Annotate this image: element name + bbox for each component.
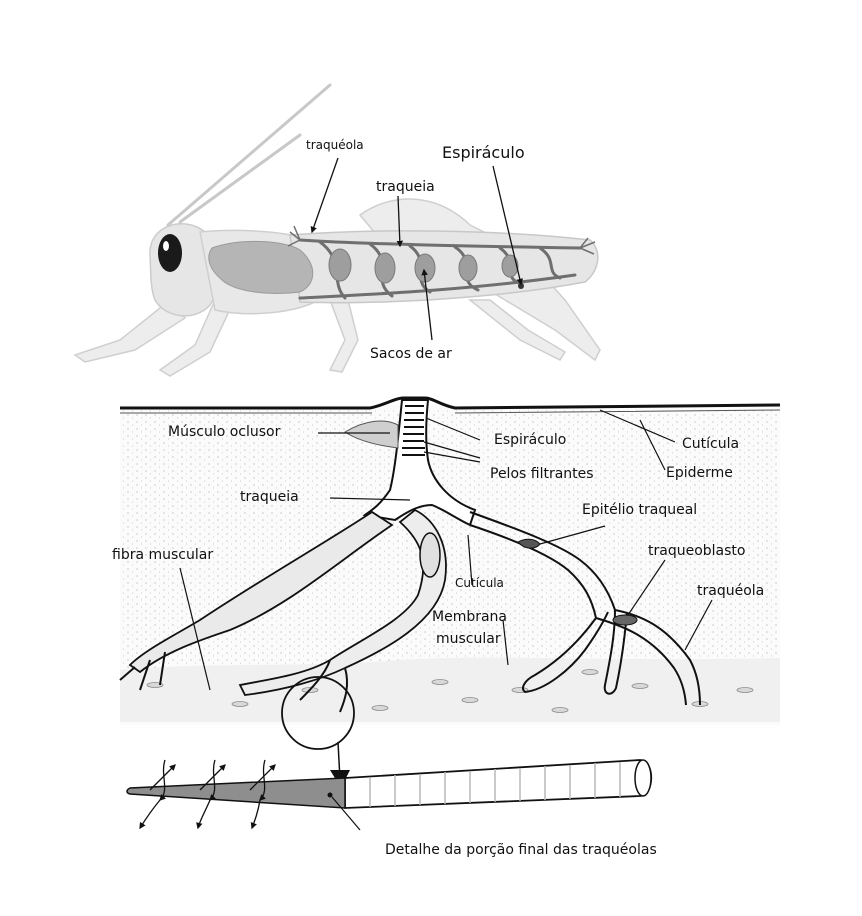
tracheole-tube [344,759,653,809]
tube-rings [369,762,621,807]
trachea-trunk [362,399,477,527]
detail-caption: Detalhe da porção final das traquéolas [385,842,657,858]
label-occlusor-muscle: Músculo oclusor [168,424,281,440]
grasshopper-illustration [73,83,601,377]
filter-hairs [402,405,425,456]
label-tracheal-epithelium: Epitélio traqueal [582,502,698,518]
caption-leader [331,796,361,831]
label-filter-hairs: Pelos filtrantes [490,466,594,482]
section-leaders [179,409,713,691]
gas-exchange-arrows [139,759,276,830]
tracheole-dot [327,792,333,798]
label-muscle-fiber: fibra muscular [112,547,214,563]
label-grasshopper-spiracle: Espiráculo [442,143,525,162]
grasshopper-leaders [310,157,523,341]
legs [73,298,567,377]
tracheole-detail [126,759,653,831]
label-grasshopper-trachea: traqueia [376,179,435,195]
occlusor-muscle [344,420,399,449]
tube-opening [634,759,652,797]
eye [158,234,182,272]
label-tracheoblast: traqueoblasto [648,543,746,559]
label-grasshopper-air-sacs: Sacos de ar [370,346,452,362]
label-cuticle-inner: Cutícula [455,576,504,590]
cross-section [119,396,781,788]
right-branch [469,511,701,706]
middle-branch [238,508,447,696]
label-muscle-membrane-2: muscular [436,631,501,647]
label-epidermis: Epiderme [666,465,733,481]
flight-muscle [208,241,314,294]
middle-branch-knob [419,532,441,578]
tracheoblast [612,614,638,626]
air-sacs [328,248,519,284]
eye-highlight [163,241,169,251]
label-muscle-membrane-1: Membrana [432,609,508,625]
label-section-tracheole: traquéola [697,583,765,599]
muscle-layer [120,657,780,722]
antennae [166,83,332,227]
label-section-trachea: traqueia [240,489,299,505]
detail-circle [281,676,355,750]
label-cuticle-outer: Cutícula [682,436,740,452]
label-grasshopper-tracheole: traquéola [306,138,364,152]
label-section-spiracle: Espiráculo [494,432,567,448]
left-branch-tips [119,651,166,691]
cuticle-surface [120,396,781,410]
tracheole-tips [287,225,596,255]
tracheole-taper [126,777,346,809]
